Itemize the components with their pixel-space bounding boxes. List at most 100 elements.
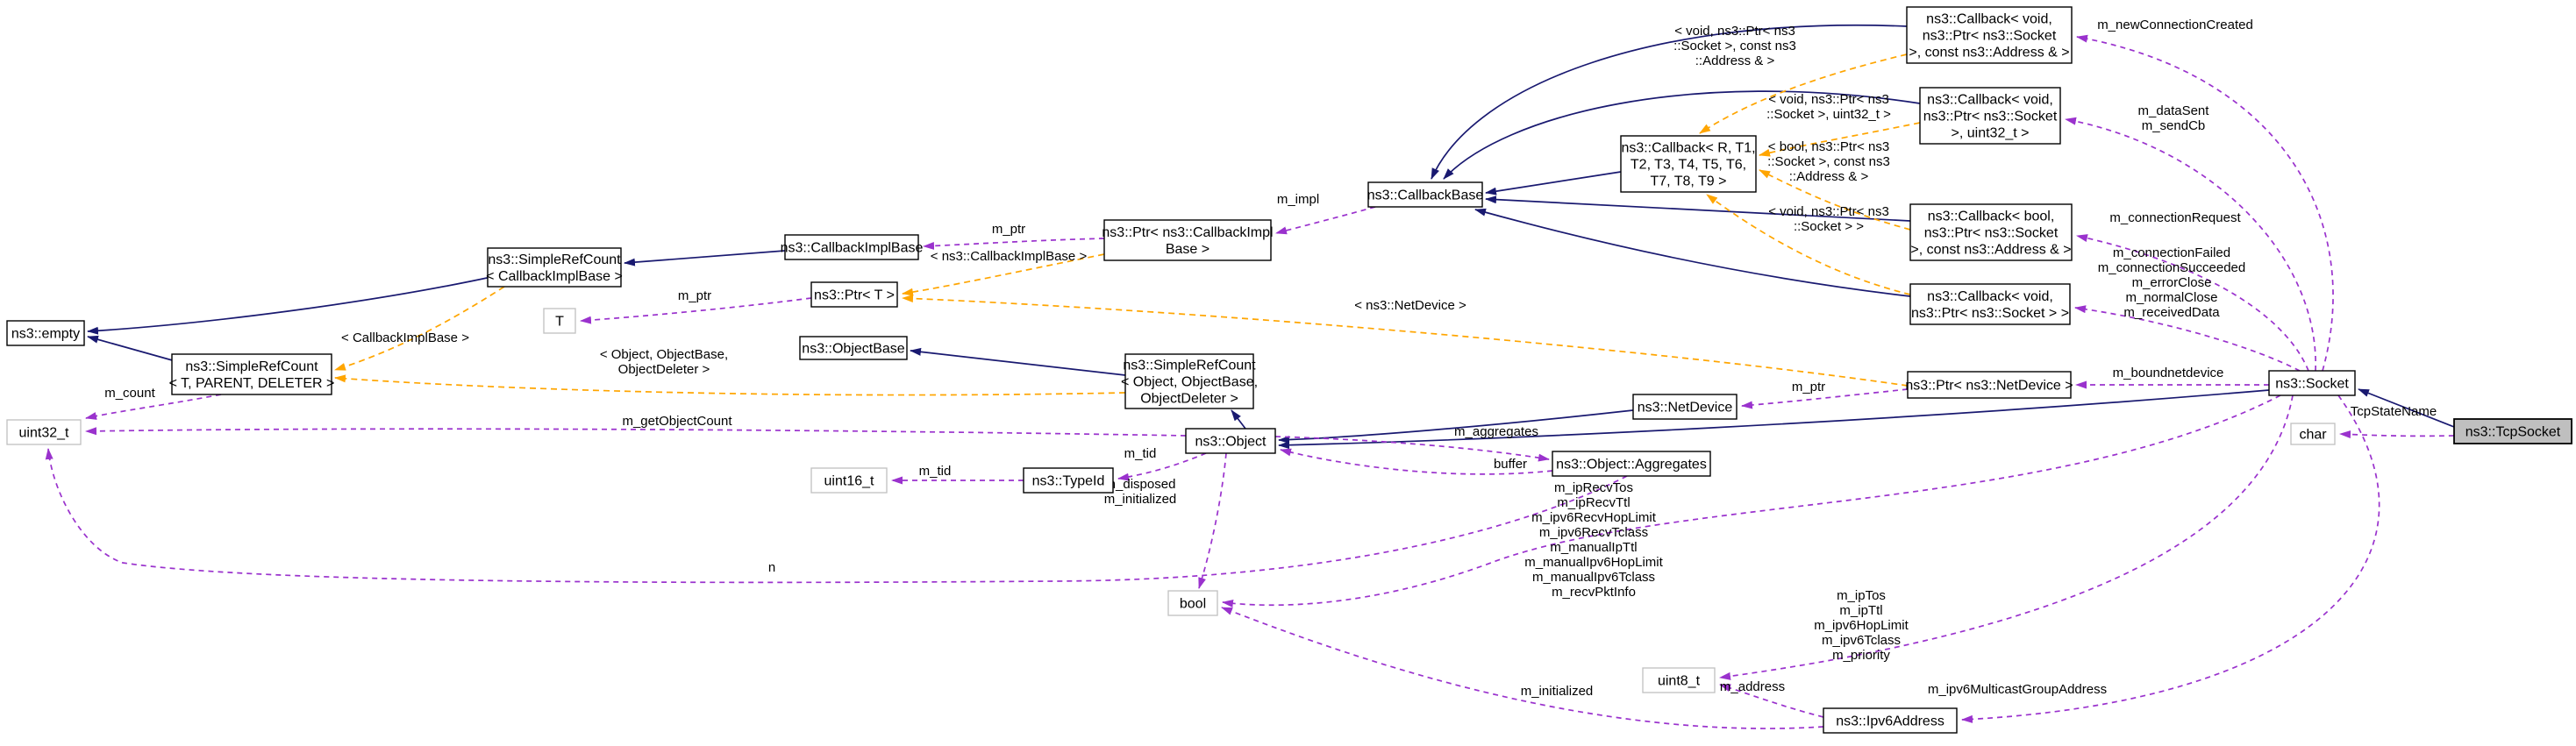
node-box-empty[interactable] — [6, 320, 85, 346]
node-box-callbackimplbase[interactable] — [784, 234, 919, 260]
edge-callbackimplbase-to-simplerefcount-callbackimplbase — [624, 250, 786, 266]
edge-callback-bool-socket-address-template — [1759, 169, 1911, 231]
edge-socket-ip-tos-group — [1719, 394, 2294, 680]
edge-ipv6address-m-address — [1719, 684, 1824, 718]
node-label-empty: ns3::empty — [11, 327, 80, 342]
node-label-simplerefcount-t-parent-deleter: ns3::SimpleRefCount< T, PARENT, DELETER … — [169, 359, 335, 391]
node-uint32-t: uint32_t — [6, 419, 82, 445]
edge-label-object-m-getobjectcount: m_getObjectCount — [622, 414, 732, 429]
node-label-uint8-t: uint8_t — [1658, 674, 1701, 689]
node-box-socket[interactable] — [2268, 370, 2356, 396]
node-simplerefcount-t-parent-deleter[interactable]: ns3::SimpleRefCount< T, PARENT, DELETER … — [169, 353, 335, 395]
edge-label-socket-m-connectionrequest: m_connectionRequest — [2109, 210, 2241, 225]
edge-aggregates-buffer — [1280, 448, 1553, 475]
edge-socket-m-newconnectioncreated — [2076, 34, 2334, 372]
node-box-ptr-t[interactable] — [810, 281, 898, 308]
node-box-objectbase[interactable] — [799, 336, 908, 360]
edge-simplerefcount-object-to-objectbase — [910, 347, 1126, 376]
node-label-uint16-t: uint16_t — [824, 474, 874, 489]
edge-socket-to-object — [1278, 389, 2270, 450]
node-box-callback-void-socket-uint32[interactable] — [1919, 87, 2061, 145]
edge-ptr-netdevice-m-ptr — [1741, 388, 1909, 409]
node-label-uint32-t: uint32_t — [19, 426, 69, 441]
node-label-ipv6address: ns3::Ipv6Address — [1836, 714, 1944, 729]
node-box-object[interactable] — [1185, 428, 1276, 454]
node-box-callback-r-t1-t9[interactable] — [1620, 135, 1757, 193]
node-ptr-netdevice[interactable]: ns3::Ptr< ns3::NetDevice > — [1905, 371, 2073, 399]
edge-label-simplerefcount-callbackimplbase-template: < CallbackImplBase > — [341, 330, 469, 345]
edge-socket-m-connectionrequest — [2076, 234, 2309, 372]
node-box-simplerefcount-object[interactable] — [1124, 353, 1254, 409]
edge-object-m-aggregates — [1274, 436, 1550, 462]
edge-callback-void-socket-uint32-to-callbackbase — [1443, 90, 1921, 180]
edge-ptr-callbackimplbase-m-ptr — [923, 238, 1105, 250]
node-box-ptr-callbackimplbase[interactable] — [1103, 219, 1272, 261]
node-callbackimplbase[interactable]: ns3::CallbackImplBase — [781, 234, 924, 260]
node-box-callback-void-socket[interactable] — [1909, 283, 2071, 325]
node-callback-bool-socket-address[interactable]: ns3::Callback< bool,ns3::Ptr< ns3::Socke… — [1909, 203, 2073, 261]
node-box-callbackbase[interactable] — [1367, 181, 1483, 208]
edge-label-ipv6address-m-initialized: m_initialized — [1521, 684, 1594, 699]
node-box-ptr-netdevice[interactable] — [1907, 371, 2072, 399]
node-callback-void-socket-uint32[interactable]: ns3::Callback< void,ns3::Ptr< ns3::Socke… — [1919, 87, 2061, 145]
edge-socket-m-ipv6multicastgroupaddress — [1961, 394, 2380, 723]
edge-label-ptr-netdevice-m-ptr: m_ptr — [1792, 380, 1825, 394]
node-label-callback-bool-socket-address: ns3::Callback< bool,ns3::Ptr< ns3::Socke… — [1910, 210, 2071, 258]
node-label-callback-r-t1-t9: ns3::Callback< R, T1,T2, T3, T4, T5, T6,… — [1621, 141, 1755, 189]
node-socket[interactable]: ns3::Socket — [2268, 370, 2356, 396]
node-object[interactable]: ns3::Object — [1185, 428, 1276, 454]
node-box-callback-void-socket-address[interactable] — [1906, 6, 2073, 64]
node-box-t — [543, 308, 576, 334]
node-label-bool: bool — [1180, 597, 1206, 612]
node-box-object-aggregates[interactable] — [1552, 451, 1711, 477]
node-object-aggregates[interactable]: ns3::Object::Aggregates — [1552, 451, 1711, 477]
edge-label-simplerefcount-object-template: < Object, ObjectBase,ObjectDeleter > — [600, 347, 728, 377]
node-simplerefcount-object[interactable]: ns3::SimpleRefCount< Object, ObjectBase,… — [1121, 353, 1258, 409]
edge-object-m-disposed — [1198, 452, 1227, 589]
edge-label-aggregates-buffer: buffer — [1494, 457, 1527, 472]
node-char: char — [2290, 423, 2336, 445]
edge-socket-m-datasent — [2065, 117, 2316, 372]
edge-label-simplerefcount-m-count: m_count — [104, 386, 155, 401]
edge-label-callback-bool-socket-address-template: < bool, ns3::Ptr< ns3::Socket >, const n… — [1767, 139, 1890, 184]
node-label-callback-void-socket: ns3::Callback< void,ns3::Ptr< ns3::Socke… — [1911, 289, 2069, 321]
edge-ipv6address-m-initialized — [1221, 607, 1824, 729]
node-label-ptr-netdevice: ns3::Ptr< ns3::NetDevice > — [1905, 379, 2073, 394]
node-callback-void-socket[interactable]: ns3::Callback< void,ns3::Ptr< ns3::Socke… — [1909, 283, 2071, 325]
node-ipv6address[interactable]: ns3::Ipv6Address — [1823, 707, 1958, 734]
edge-label-socket-m-ipv6multicastgroupaddress: m_ipv6MulticastGroupAddress — [1928, 682, 2107, 697]
node-netdevice[interactable]: ns3::NetDevice — [1632, 394, 1738, 420]
edge-label-tcpsocket-tcpstatename: TcpStateName — [2351, 404, 2437, 419]
node-label-callback-void-socket-address: ns3::Callback< void,ns3::Ptr< ns3::Socke… — [1909, 12, 2069, 60]
node-callbackbase[interactable]: ns3::CallbackBase — [1367, 181, 1484, 208]
node-callback-void-socket-address[interactable]: ns3::Callback< void,ns3::Ptr< ns3::Socke… — [1906, 6, 2073, 64]
node-simplerefcount-callbackimplbase[interactable]: ns3::SimpleRefCount< CallbackImplBase > — [486, 247, 623, 288]
edge-layer — [45, 24, 2455, 729]
edge-simplerefcount-callbackimplbase-to-empty — [87, 276, 492, 335]
node-box-ipv6address[interactable] — [1823, 707, 1958, 734]
node-callback-r-t1-t9[interactable]: ns3::Callback< R, T1,T2, T3, T4, T5, T6,… — [1620, 135, 1757, 193]
edge-object-m-tid — [1117, 452, 1207, 481]
node-typeid[interactable]: ns3::TypeId — [1023, 467, 1114, 494]
edge-label-ipv6address-m-address: m_address — [1720, 679, 1785, 694]
edge-simplerefcount-t-parent-deleter-to-empty — [87, 335, 176, 362]
node-box-simplerefcount-t-parent-deleter[interactable] — [171, 353, 332, 395]
edge-label-aggregates-n: n — [768, 560, 775, 575]
edge-callback-void-socket-address-template — [1699, 53, 1908, 134]
node-ptr-t[interactable]: ns3::Ptr< T > — [810, 281, 898, 308]
node-empty[interactable]: ns3::empty — [6, 320, 85, 346]
edge-socket-ip-recv-flags — [1222, 394, 2281, 607]
node-box-char — [2290, 423, 2336, 445]
edge-label-layer: < CallbackImplBase > < Object, ObjectBase… — [104, 18, 2437, 699]
node-objectbase[interactable]: ns3::ObjectBase — [799, 336, 908, 360]
node-box-simplerefcount-callbackimplbase[interactable] — [487, 247, 622, 288]
node-box-callback-bool-socket-address[interactable] — [1909, 203, 2073, 261]
node-label-object: ns3::Object — [1195, 435, 1267, 450]
node-box-typeid[interactable] — [1023, 467, 1114, 494]
node-box-netdevice[interactable] — [1632, 394, 1738, 420]
